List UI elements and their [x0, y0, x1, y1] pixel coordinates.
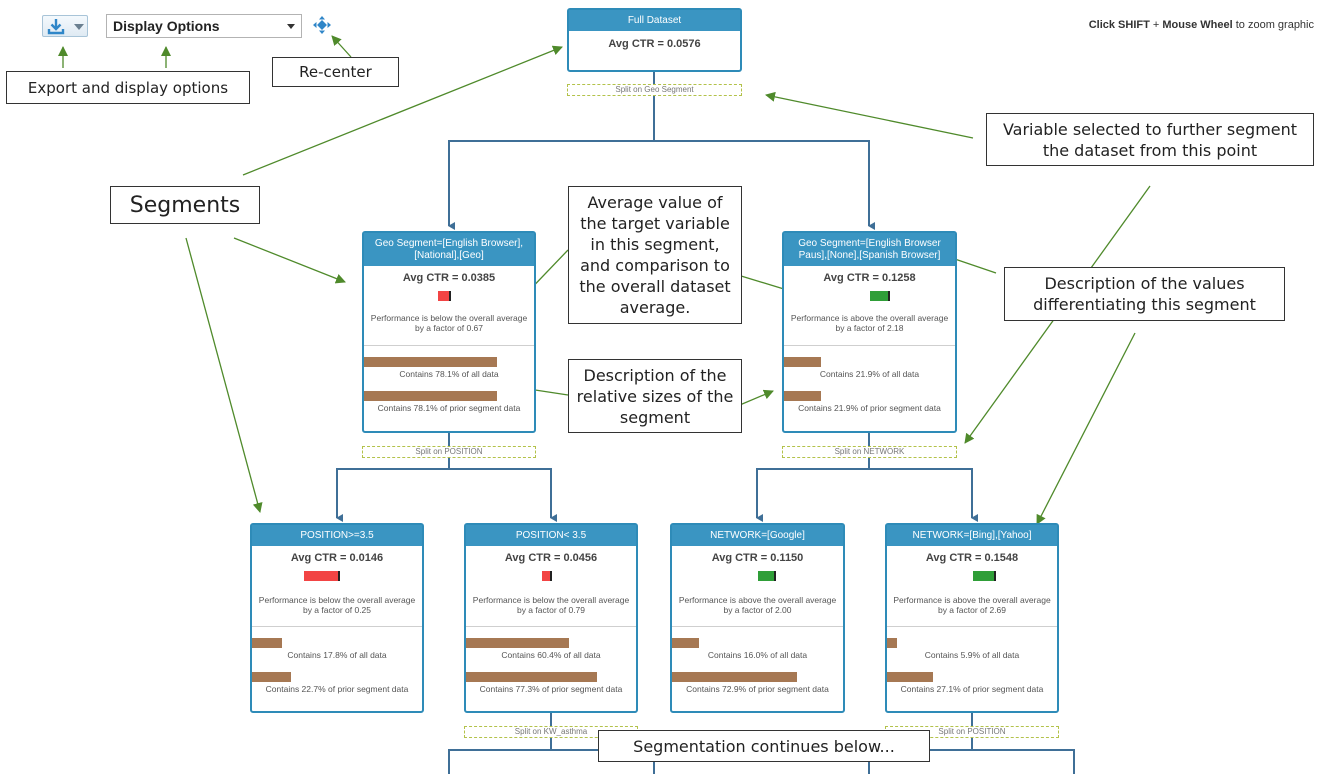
prior-segment-size-bar [466, 672, 598, 682]
node-performance-text: Performance is below the overall average… [472, 595, 630, 615]
node-performance-text: Performance is below the overall average… [370, 313, 528, 333]
download-icon [47, 19, 65, 35]
prior-segment-size-bar [672, 672, 797, 682]
all-data-size-bar [364, 357, 497, 367]
callout-variable: Variable selected to further segment the… [986, 113, 1314, 166]
prior-segment-size-bar [887, 672, 934, 682]
node-title: POSITION>=3.5 [252, 525, 422, 546]
node-performance-text: Performance is above the overall average… [790, 313, 949, 333]
node-avg-ctr: Avg CTR = 0.0456 [504, 552, 598, 564]
split-label-root: Split on Geo Segment [567, 84, 742, 96]
all-data-size-bar [466, 638, 569, 648]
all-data-size-text: Contains 21.9% of all data [819, 369, 920, 379]
node-title: POSITION< 3.5 [466, 525, 636, 546]
segment-node[interactable]: POSITION< 3.5 Avg CTR = 0.0456 Performan… [464, 523, 638, 713]
callout-export: Export and display options [6, 71, 250, 104]
all-data-size-text: Contains 16.0% of all data [707, 650, 808, 660]
zoom-hint-rest: to zoom graphic [1235, 19, 1314, 31]
export-button[interactable] [42, 15, 88, 37]
node-root[interactable]: Full Dataset Avg CTR = 0.0576 [567, 8, 742, 72]
node-divider [672, 626, 843, 627]
prior-segment-size-text: Contains 21.9% of prior segment data [798, 403, 941, 413]
performance-flag-above [758, 571, 776, 581]
node-avg-ctr: Avg CTR = 0.0385 [402, 272, 496, 284]
callout-sizes: Description of the relative sizes of the… [568, 359, 742, 433]
node-divider [466, 626, 636, 627]
callout-average: Average value of the target variable in … [568, 186, 742, 324]
node-performance-text: Performance is above the overall average… [678, 595, 837, 615]
node-divider [252, 626, 422, 627]
node-avg-ctr: Avg CTR = 0.1258 [823, 272, 916, 284]
prior-segment-size-bar [364, 391, 497, 401]
all-data-size-bar [887, 638, 898, 648]
zoom-hint-plus: + [1152, 19, 1160, 31]
prior-segment-size-bar [252, 672, 291, 682]
segment-node[interactable]: POSITION>=3.5 Avg CTR = 0.0146 Performan… [250, 523, 424, 713]
split-label: Split on NETWORK [782, 446, 957, 458]
node-title: NETWORK=[Bing],[Yahoo] [887, 525, 1057, 546]
performance-flag-above [973, 571, 996, 581]
node-title: NETWORK=[Google] [672, 525, 843, 546]
annotation-arrows [58, 35, 1151, 525]
node-avg-ctr: Avg CTR = 0.1150 [711, 552, 804, 564]
performance-flag-above [870, 291, 890, 301]
prior-segment-size-text: Contains 27.1% of prior segment data [900, 684, 1044, 694]
all-data-size-bar [672, 638, 700, 648]
node-avg-ctr: Avg CTR = 0.0146 [290, 552, 384, 564]
node-performance-text: Performance is below the overall average… [258, 595, 416, 615]
zoom-hint-wheel: Mouse Wheel [1162, 19, 1233, 31]
all-data-size-bar [252, 638, 283, 648]
chevron-down-icon [287, 24, 295, 29]
node-divider [784, 345, 955, 346]
export-dropdown-chevron-icon[interactable] [74, 24, 84, 30]
callout-recenter: Re-center [272, 57, 399, 87]
node-avg-ctr: Avg CTR = 0.1548 [925, 552, 1019, 564]
zoom-hint-shift: Click SHIFT [1088, 19, 1150, 31]
prior-segment-size-bar [784, 391, 822, 401]
node-title: Geo Segment=[English Browser],[National]… [364, 233, 534, 266]
all-data-size-text: Contains 78.1% of all data [399, 369, 499, 379]
node-avg-ctr: Avg CTR = 0.0576 [608, 38, 701, 50]
all-data-size-bar [784, 357, 822, 367]
node-title: Geo Segment=[English Browser Paus],[None… [784, 233, 955, 266]
prior-segment-size-text: Contains 77.3% of prior segment data [479, 684, 623, 694]
split-label: Split on POSITION [362, 446, 536, 458]
node-title: Full Dataset [569, 10, 740, 31]
callout-description: Description of the values differentiatin… [1004, 267, 1285, 321]
performance-flag-below [304, 571, 340, 581]
zoom-hint: Click SHIFT + Mouse Wheel to zoom graphi… [1089, 19, 1314, 31]
segment-node[interactable]: NETWORK=[Google] Avg CTR = 0.1150 Perfor… [670, 523, 845, 713]
node-divider [887, 626, 1057, 627]
node-performance-text: Performance is above the overall average… [893, 595, 1051, 615]
recenter-icon[interactable] [312, 15, 332, 35]
performance-flag-below [542, 571, 552, 581]
callout-continues: Segmentation continues below... [598, 730, 930, 762]
display-options-dropdown[interactable]: Display Options [106, 14, 302, 38]
node-divider [364, 345, 534, 346]
prior-segment-size-text: Contains 72.9% of prior segment data [686, 684, 829, 694]
display-options-label: Display Options [113, 18, 220, 34]
prior-segment-size-text: Contains 78.1% of prior segment data [377, 403, 521, 413]
segment-node[interactable]: Geo Segment=[English Browser Paus],[None… [782, 231, 957, 433]
segment-node[interactable]: NETWORK=[Bing],[Yahoo] Avg CTR = 0.1548 … [885, 523, 1059, 713]
callout-segments: Segments [110, 186, 260, 224]
all-data-size-text: Contains 17.8% of all data [287, 650, 387, 660]
segment-node[interactable]: Geo Segment=[English Browser],[National]… [362, 231, 536, 433]
all-data-size-text: Contains 5.9% of all data [924, 650, 1020, 660]
all-data-size-text: Contains 60.4% of all data [501, 650, 601, 660]
performance-flag-below [438, 291, 451, 301]
prior-segment-size-text: Contains 22.7% of prior segment data [265, 684, 409, 694]
